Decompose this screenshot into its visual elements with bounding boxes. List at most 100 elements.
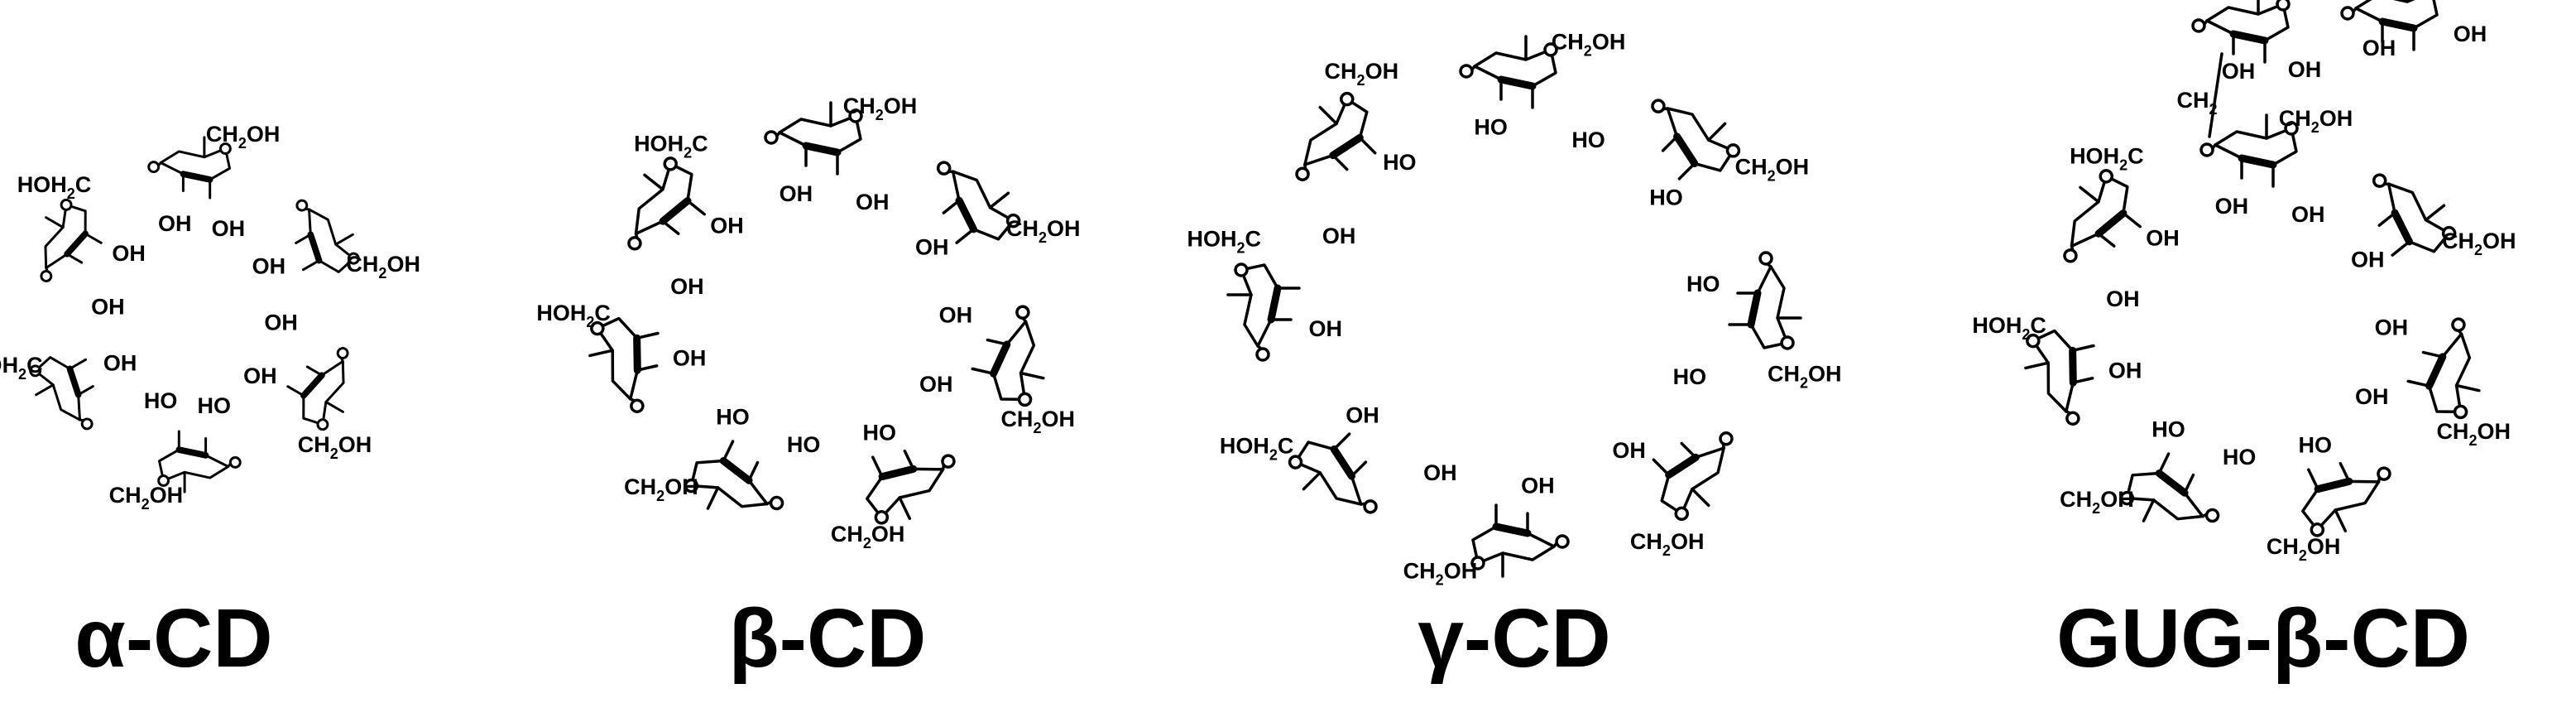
hydroxymethyl-label: CH2OH xyxy=(346,252,420,282)
substituent-bond xyxy=(68,358,88,370)
ring-bond-bold xyxy=(2238,154,2277,169)
substituent-bond xyxy=(2183,473,2195,494)
ring-bond-bold xyxy=(2378,17,2418,32)
glycosidic-oxygen xyxy=(228,455,242,469)
hydroxyl-label: OH xyxy=(710,213,744,238)
hydroxyl-label: OH xyxy=(2146,225,2180,250)
glycosidic-bond xyxy=(157,161,162,167)
ring-oxygen xyxy=(874,510,890,525)
ring-bond xyxy=(302,359,345,426)
ring-bond-bold xyxy=(2314,477,2353,494)
glycosidic-bond xyxy=(2377,476,2382,484)
hydroxyl-label: HO xyxy=(1383,150,1417,175)
glucose-unit xyxy=(1728,251,1802,350)
substituent-bond xyxy=(988,191,1010,209)
hydroxyl-label: HO xyxy=(1474,115,1508,140)
ring-oxygen xyxy=(60,198,73,211)
hydroxyl-label: OH xyxy=(252,254,286,279)
substituent-bond xyxy=(2454,383,2481,392)
ring-oxygen xyxy=(1470,556,1485,571)
molecule-gamma-cd: CH2OHCH2OHCH2OHCH2OHCH2OHHOH2CHOH2CCH2OH… xyxy=(1187,29,1841,588)
substituent-bond xyxy=(65,253,84,264)
label-gamma-cd: γ-CD xyxy=(1418,592,1610,685)
substituent-bond xyxy=(636,364,659,372)
glucose-unit xyxy=(295,199,360,273)
hydroxyl-label: OH xyxy=(2355,384,2389,409)
hydroxymethyl-label: CH2OH xyxy=(1006,216,1081,246)
glucose-unit xyxy=(866,449,956,525)
ring-bond-bold xyxy=(719,457,753,484)
substituent-bond xyxy=(706,486,720,510)
hydroxyl-label: OH xyxy=(2291,202,2325,227)
glucose-unit xyxy=(684,440,784,511)
ring-bond xyxy=(2387,182,2451,253)
substituent-bond xyxy=(1677,161,1696,181)
hydroxymethyl-label: CH2OH xyxy=(2442,229,2516,258)
glycosidic-oxygen xyxy=(336,347,349,359)
glucose-unit xyxy=(627,156,707,251)
ring-oxygen xyxy=(2119,490,2135,506)
glycosidic-bond xyxy=(2201,513,2209,518)
glucose-unit xyxy=(1295,91,1377,181)
ring-bond-bold xyxy=(300,372,325,399)
ring-oxygen xyxy=(316,418,329,431)
substituent-bond xyxy=(722,440,735,463)
substituent-bond xyxy=(2406,379,2431,388)
ring-oxygen xyxy=(347,252,360,265)
substituent-bond xyxy=(1652,458,1671,477)
hydroxymethyl-label: CH2OH xyxy=(2279,106,2353,136)
hydroxyl-label: OH xyxy=(2215,194,2249,219)
hydroxymethyl-label: HOH2C xyxy=(0,353,43,383)
hydroxymethyl-label: CH2OH xyxy=(831,522,905,551)
glycosidic-bond xyxy=(2211,143,2217,150)
ring-bond-bold xyxy=(1267,284,1282,324)
ring-oxygen xyxy=(1234,262,1249,277)
ring-oxygen xyxy=(2276,0,2291,12)
hydroxymethyl-label: CH2OH xyxy=(843,94,918,123)
glycosidic-oxygen xyxy=(2191,18,2206,33)
hydroxymethyl-label: CH2OH xyxy=(206,122,281,152)
glucose-unit xyxy=(147,136,232,200)
glucose-unit xyxy=(2301,461,2391,537)
substituent-bond xyxy=(77,385,94,397)
glucose-unit xyxy=(1652,431,1734,522)
hydroxyl-label: OH xyxy=(1521,473,1555,498)
glucose-unit xyxy=(157,430,242,494)
glycosidic-oxygen xyxy=(80,417,94,431)
ring-bond-bold xyxy=(1665,453,1700,479)
glycosidic-oxygen xyxy=(2340,6,2355,21)
substituent-bond xyxy=(1019,371,1045,380)
glucose-unit xyxy=(2119,452,2220,523)
glycosidic-oxygen xyxy=(295,199,309,212)
substituent-bond xyxy=(898,496,912,520)
glucose-unit xyxy=(1226,262,1301,362)
glycosidic-oxygen xyxy=(1015,305,1030,320)
glycosidic-oxygen xyxy=(1555,534,1570,549)
substituent-bond xyxy=(1302,471,1322,491)
substituent-bond xyxy=(661,219,680,235)
hydroxyl-label: OH xyxy=(915,235,949,260)
ring-oxygen xyxy=(1725,143,1741,158)
ring-oxygen xyxy=(157,474,170,487)
hydroxyl-label: OH xyxy=(1423,460,1457,485)
ring-bond-bold xyxy=(180,171,213,183)
ring-bond-bold xyxy=(659,196,692,225)
hydroxyl-label: OH xyxy=(673,345,707,370)
glycosidic-oxygen xyxy=(1295,166,1310,181)
glycosidic-bond xyxy=(1470,65,1476,71)
hydroxymethyl-label: HOH2C xyxy=(1220,433,1294,463)
ring-oxygen xyxy=(2026,333,2041,349)
branch-label: OH xyxy=(2288,57,2322,82)
glycosidic-bond xyxy=(1766,262,1772,268)
branch-label: OH xyxy=(2454,22,2487,46)
hydroxyl-label: HO xyxy=(2223,445,2257,469)
hydroxymethyl-label: CH2OH xyxy=(1735,155,1810,185)
glycosidic-oxygen xyxy=(1255,347,1270,362)
glycosidic-bond xyxy=(947,170,955,174)
ring-bond-bold xyxy=(990,340,1011,378)
ring-oxygen xyxy=(2310,522,2325,537)
hydroxymethyl-label: HOH2C xyxy=(1972,313,2046,343)
substituent-bond xyxy=(643,173,664,191)
hydroxyl-label: OH xyxy=(158,211,192,236)
hydroxyl-label: HO xyxy=(2151,417,2185,441)
